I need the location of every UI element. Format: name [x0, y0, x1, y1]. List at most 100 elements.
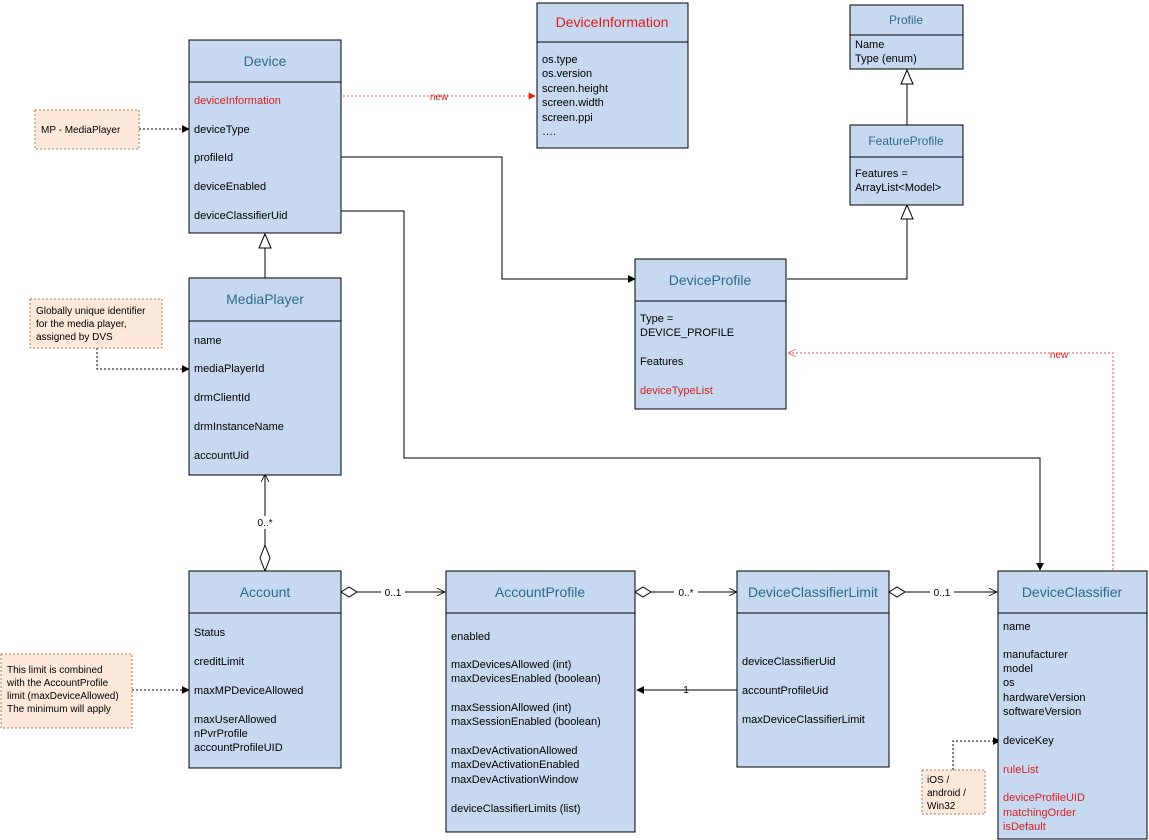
label-new-deviceprofile: new: [1050, 350, 1069, 361]
class-deviceclassifier: DeviceClassifier name manufacturer model…: [997, 570, 1148, 840]
note-text-global-3: assigned by DVS: [36, 332, 113, 343]
class-title-featureprofile: FeatureProfile: [868, 134, 944, 148]
class-mediaplayer: MediaPlayer name mediaPlayerId drmClient…: [188, 277, 342, 476]
attr-accountuid: accountUid: [194, 450, 249, 462]
attr-maxsessionenabled: maxSessionEnabled (boolean): [451, 716, 601, 728]
attr-deviceclassifierlimits: deviceClassifierLimits (list): [451, 803, 581, 815]
attr-name: name: [1003, 621, 1031, 633]
attr-deviceenabled: deviceEnabled: [194, 181, 266, 193]
note-text-os-1: iOS /: [927, 775, 949, 786]
note-text-limit-3: limit (maxDeviceAllowed): [7, 691, 119, 702]
attr-devicekey: deviceKey: [1003, 735, 1054, 747]
attr-screen-height: screen.height: [542, 83, 608, 95]
note-text-os-3: Win32: [927, 801, 956, 812]
class-title-deviceinformation: DeviceInformation: [556, 14, 669, 30]
attr-profile-name: Name: [855, 39, 884, 51]
note-text-mp: MP - MediaPlayer: [41, 125, 121, 136]
attr-os-version: os.version: [542, 68, 592, 80]
note-text-global-2: for the media player,: [36, 319, 127, 330]
attr-softwareversion: softwareVersion: [1003, 706, 1081, 718]
mult-bg-account-profile: [381, 586, 405, 598]
attr-maxdeviceclassifierlimit: maxDeviceClassifierLimit: [742, 714, 865, 726]
attr-deviceclassifieruid: deviceClassifierUid: [194, 210, 288, 222]
class-device: Device deviceInformation deviceType prof…: [188, 39, 342, 234]
attr-mediaplayerid: mediaPlayerId: [194, 363, 264, 375]
attr-features: Features: [640, 356, 684, 368]
attr-drmclientid: drmClientId: [194, 392, 250, 404]
aggregation-diamond-account-mediaplayer: [259, 543, 271, 573]
attr-model: model: [1003, 663, 1033, 675]
attr-hardwareversion: hardwareVersion: [1003, 692, 1086, 704]
edge-note-mediaplayerid: [96, 348, 190, 373]
attr-matchingorder: matchingOrder: [1003, 807, 1076, 819]
mult-limit-classifier: 0..1: [934, 588, 951, 599]
class-deviceclassifierlimit: DeviceClassifierLimit deviceClassifierUi…: [736, 570, 890, 768]
attr-maxuserallowed: maxUserAllowed: [194, 714, 277, 726]
attr-status: Status: [194, 627, 226, 639]
attr-ellipsis: ….: [542, 126, 556, 138]
class-title-device: Device: [244, 53, 287, 69]
aggregation-diamond-accountprofile: [634, 586, 652, 598]
attr-rulelist: ruleList: [1003, 764, 1038, 776]
edge-profileid-deviceprofile: [341, 156, 636, 283]
mult-mediaplayer-account: 0..*: [257, 518, 272, 529]
class-deviceprofile: DeviceProfile Type = DEVICE_PROFILE Feat…: [634, 258, 787, 410]
generalization-arrow-featureprofile: [900, 68, 914, 85]
attr-maxdevactivationwindow: maxDevActivationWindow: [451, 774, 578, 786]
attr-maxdevactivationallowed: maxDevActivationAllowed: [451, 745, 578, 757]
note-limit-combined: This limit is combined with the AccountP…: [0, 653, 133, 729]
class-title-profile: Profile: [889, 13, 923, 27]
attr-creditlimit: creditLimit: [194, 656, 244, 668]
attr-features: Features =: [855, 168, 908, 180]
attr-npvrprofile: nPvrProfile: [194, 728, 248, 740]
edge-deviceclassifier-deviceprofile: [789, 353, 1114, 570]
class-title-account: Account: [240, 584, 291, 600]
attr-screen-width: screen.width: [542, 97, 604, 109]
class-account: Account Status creditLimit maxMPDeviceAl…: [188, 570, 342, 769]
attr-name: name: [194, 335, 222, 347]
note-text-global-1: Globally unique identifier: [36, 306, 146, 317]
attr-deviceinformation: deviceInformation: [194, 95, 281, 107]
attr-arraylist: ArrayList<Model>: [855, 182, 941, 194]
attr-accountprofileuid: accountProfileUID: [194, 742, 283, 754]
attr-maxmpdeviceallowed: maxMPDeviceAllowed: [194, 685, 303, 697]
attr-device-profile-const: DEVICE_PROFILE: [640, 327, 734, 339]
note-mediaplayer-type: MP - MediaPlayer: [34, 109, 140, 150]
attr-devicetypelist: deviceTypeList: [640, 385, 713, 397]
attr-deviceprofileuid: deviceProfileUID: [1003, 792, 1085, 804]
note-text-limit-4: The minimum will apply: [7, 704, 111, 715]
mult-account-profile: 0..1: [385, 588, 402, 599]
note-os-list: iOS / android / Win32: [921, 769, 986, 815]
attr-drminstancename: drmInstanceName: [194, 421, 284, 433]
class-accountprofile: AccountProfile enabled maxDevicesAllowed…: [445, 570, 636, 833]
attr-maxdevicesallowed: maxDevicesAllowed (int): [451, 659, 571, 671]
generalization-arrow-mediaplayer: [258, 232, 272, 249]
attr-maxdevactivationenabled: maxDevActivationEnabled: [451, 759, 579, 771]
class-title-deviceprofile: DeviceProfile: [669, 272, 752, 288]
attr-screen-ppi: screen.ppi: [542, 112, 593, 124]
attr-accountprofileuid: accountProfileUid: [742, 685, 828, 697]
generalization-arrow-deviceprofile: [900, 203, 914, 220]
mult-bg-mp-account: [253, 516, 277, 529]
edge-note-devicekey: [952, 737, 1001, 770]
class-title-deviceclassifier: DeviceClassifier: [1022, 584, 1123, 600]
class-title-deviceclassifierlimit: DeviceClassifierLimit: [748, 584, 878, 600]
class-title-mediaplayer: MediaPlayer: [226, 291, 304, 307]
attr-maxdevicesenabled: maxDevicesEnabled (boolean): [451, 673, 601, 685]
attr-profileid: profileId: [194, 152, 233, 164]
note-text-limit-1: This limit is combined: [7, 665, 103, 676]
attr-manufacturer: manufacturer: [1003, 649, 1068, 661]
attr-profile-type: Type (enum): [855, 53, 917, 65]
edge-deviceprofile-featureprofile: [787, 219, 908, 280]
attr-devicetype: deviceType: [194, 124, 250, 136]
attr-os-type: os.type: [542, 54, 577, 66]
attr-isdefault: isDefault: [1003, 821, 1046, 833]
label-new-deviceinformation: new: [430, 92, 449, 103]
attr-type: Type =: [640, 313, 673, 325]
mult-profile-limit: 0..*: [678, 588, 693, 599]
class-deviceinformation: DeviceInformation os.type os.version scr…: [536, 2, 689, 149]
attr-enabled: enabled: [451, 631, 490, 643]
attr-deviceclassifieruid: deviceClassifierUid: [742, 656, 836, 668]
note-text-os-2: android /: [927, 788, 966, 799]
